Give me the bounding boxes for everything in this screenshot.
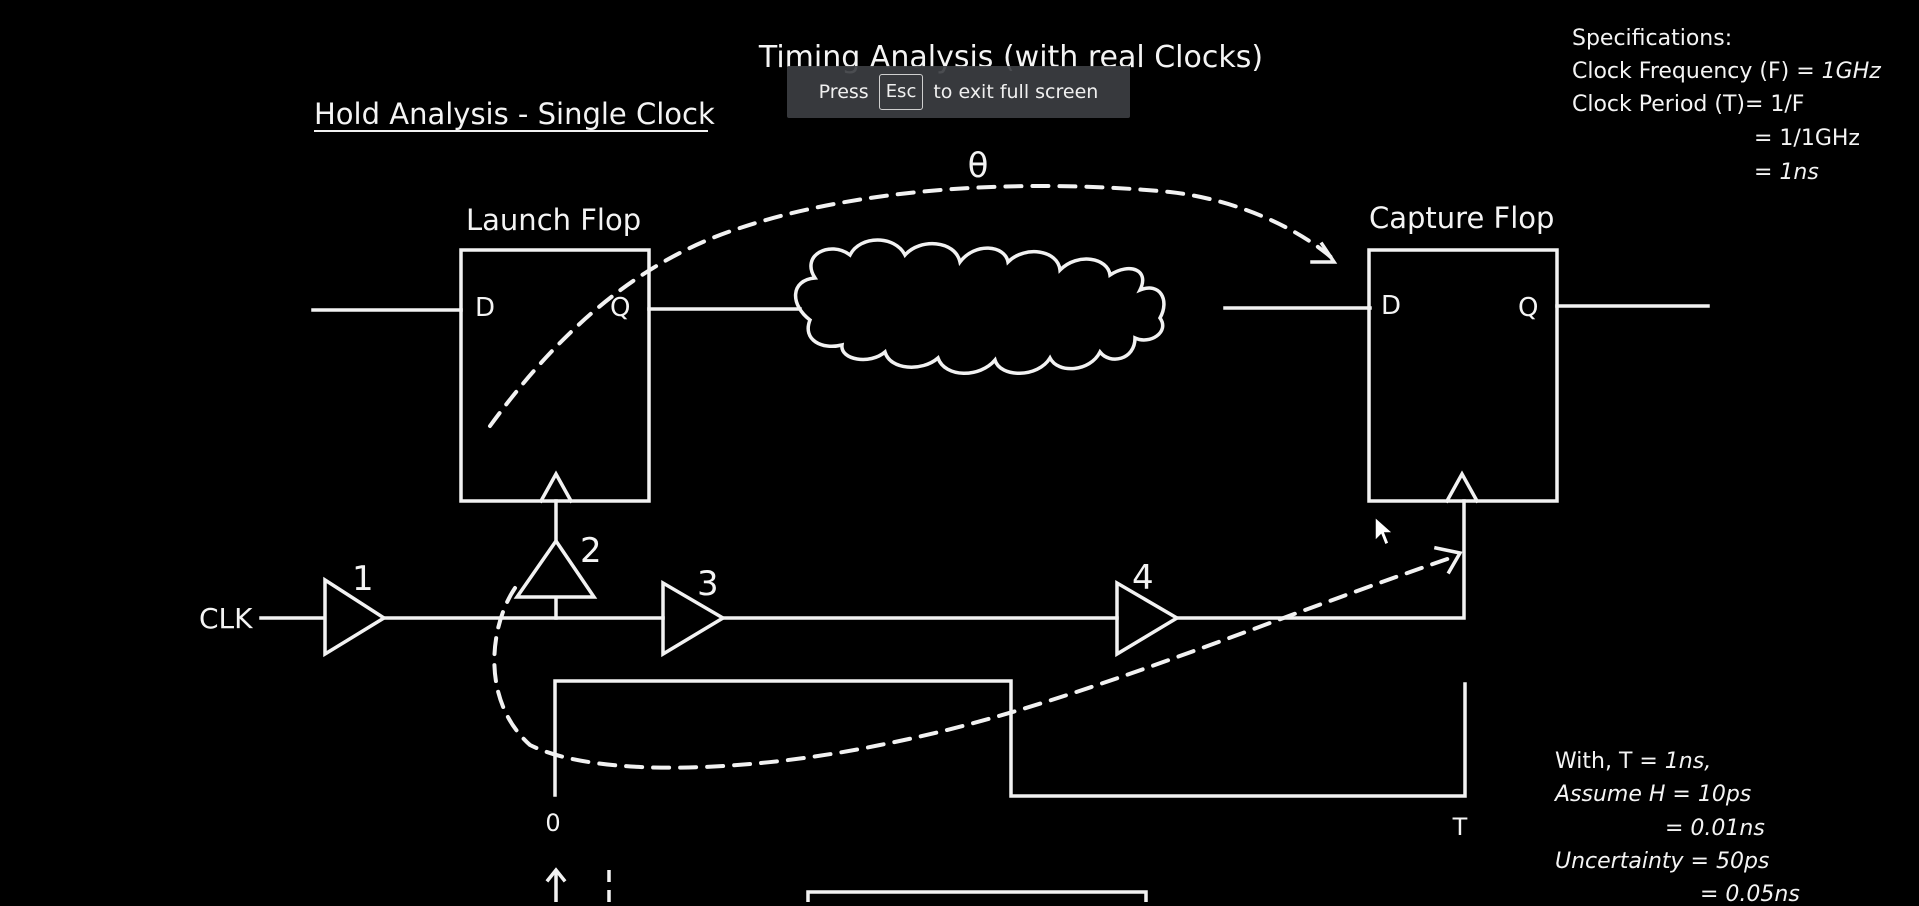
- spec-heading: Specifications:: [1572, 26, 1732, 51]
- buffer-label-2: 2: [580, 531, 602, 571]
- spec-period-value: = 1ns: [1754, 160, 1819, 185]
- bottom-box-partial: [806, 890, 1148, 904]
- capture-flop-d: D: [1381, 291, 1401, 321]
- waveform-label-0: 0: [545, 809, 560, 837]
- capture-clock-wire: [1175, 499, 1466, 620]
- notice-rest-text: to exit full screen: [933, 81, 1099, 103]
- assumption-line-4: Uncertainty = 50ps: [1555, 849, 1769, 874]
- section-heading: Hold Analysis - Single Clock: [314, 97, 715, 131]
- bottom-up-arrowhead: [545, 867, 567, 883]
- clock-buffer-3: [661, 579, 727, 658]
- esc-key-badge[interactable]: Esc: [878, 74, 924, 110]
- clock-buffer-4: [1115, 579, 1181, 658]
- spec-period-line2: = 1/1GHz: [1754, 126, 1860, 151]
- buffer-label-3: 3: [697, 564, 719, 604]
- assumption-line-1: With, T = 1ns,: [1555, 749, 1711, 774]
- fullscreen-exit-notice: Press Esc to exit full screen: [787, 66, 1130, 118]
- buffer-label-4: 4: [1132, 558, 1154, 598]
- capture-flop-label: Capture Flop: [1369, 201, 1554, 235]
- capture-flop-q: Q: [1518, 293, 1538, 323]
- launch-flop-d: D: [475, 293, 495, 323]
- mouse-pointer-icon: [1374, 515, 1395, 547]
- spec-period: Clock Period (T)= 1/F: [1572, 92, 1804, 117]
- launch-flop-label: Launch Flop: [466, 203, 641, 237]
- capture-clock-notch: [1444, 470, 1480, 504]
- theta-label: θ: [968, 146, 989, 186]
- clk-label: CLK: [199, 602, 253, 635]
- launch-clock-notch: [538, 470, 574, 504]
- dashed-arrowhead-bottom: [1433, 545, 1463, 575]
- clock-buffer-2: [513, 537, 598, 599]
- dashed-clock-path-arrow: [492, 554, 1458, 770]
- notice-press-text: Press: [818, 81, 869, 103]
- clock-waveform: [553, 679, 1467, 798]
- clock-buffer-1: [323, 576, 388, 658]
- spec-frequency: Clock Frequency (F) = 1GHz: [1572, 59, 1881, 84]
- assumption-line-3: = 0.01ns: [1665, 816, 1765, 841]
- capture-flop-box: [1367, 248, 1559, 503]
- launch-flop-q: Q: [610, 293, 630, 323]
- buffer-label-1: 1: [352, 559, 374, 599]
- assumption-line-5: = 0.05ns: [1700, 882, 1800, 902]
- dashed-arrowhead-top: [1310, 241, 1338, 264]
- logic-cloud: [793, 238, 1166, 375]
- assumption-line-2: Assume H = 10ps: [1553, 782, 1751, 807]
- waveform-label-t: T: [1452, 813, 1468, 841]
